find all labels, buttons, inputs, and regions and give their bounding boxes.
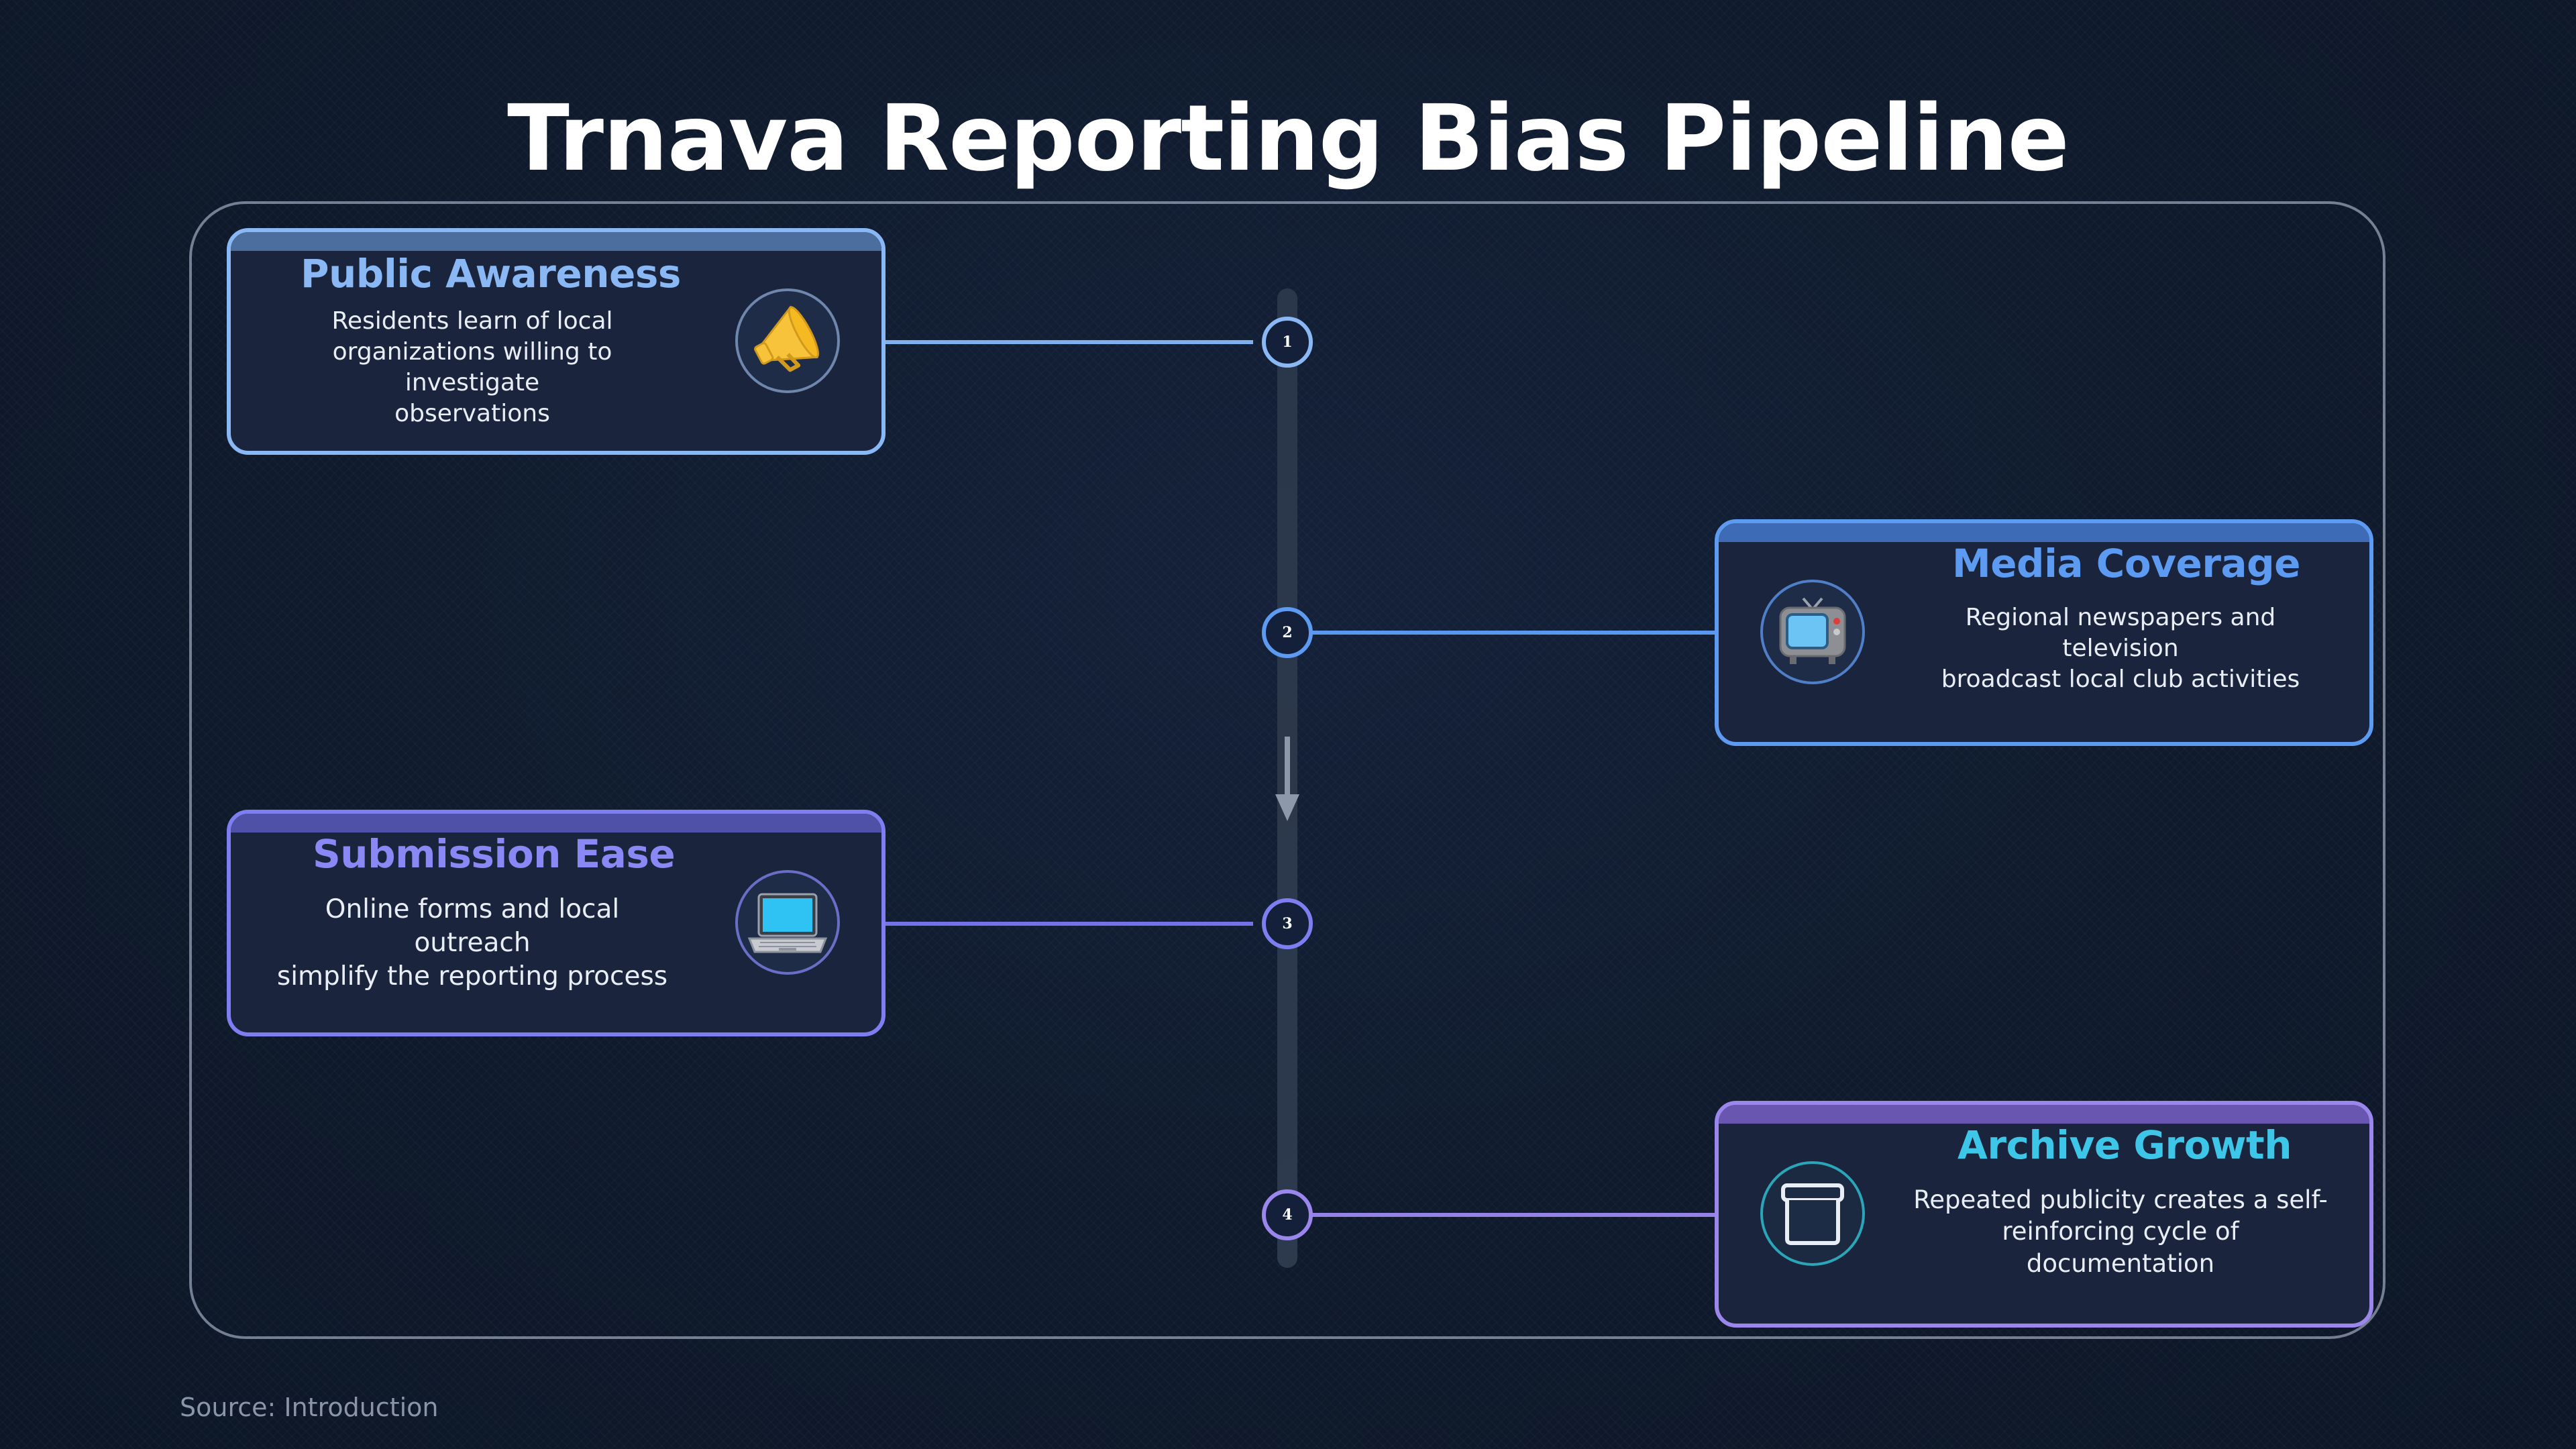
- down-arrow-icon: [1275, 737, 1299, 821]
- icon-badge: [1760, 580, 1865, 684]
- connector-1: [885, 340, 1253, 344]
- step-node-3: 3: [1262, 898, 1313, 949]
- card-header-band: [1719, 523, 2369, 542]
- icon-badge: [735, 870, 840, 975]
- card-description: Online forms and local outreach simplify…: [276, 894, 668, 991]
- connector-3: [885, 922, 1253, 926]
- step-card-submission-ease: Submission Ease Online forms and local o…: [227, 810, 885, 1036]
- megaphone-icon: [754, 305, 819, 372]
- card-description: Residents learn of local organizations w…: [331, 307, 613, 428]
- laptop-icon: [747, 893, 828, 953]
- card-title: Archive Growth: [1957, 1122, 2292, 1168]
- connector-4: [1312, 1213, 1717, 1217]
- icon-badge: [1760, 1161, 1865, 1266]
- page-title: Trnava Reporting Bias Pipeline: [507, 86, 2070, 192]
- television-icon: [1779, 597, 1846, 664]
- step-node-4: 4: [1262, 1189, 1313, 1240]
- card-header-band: [231, 232, 881, 251]
- card-description: Repeated publicity creates a self- reinf…: [1913, 1185, 2328, 1278]
- archive-box-icon: [1781, 1183, 1844, 1245]
- step-node-2: 2: [1262, 607, 1313, 658]
- card-header-band: [1719, 1105, 2369, 1124]
- step-node-1: 1: [1262, 317, 1313, 368]
- card-title: Media Coverage: [1952, 541, 2300, 586]
- step-card-public-awareness: Public Awareness Residents learn of loca…: [227, 228, 885, 455]
- step-card-media-coverage: Media Coverage Regional newspapers and t…: [1715, 519, 2373, 746]
- connector-2: [1312, 631, 1717, 635]
- card-title: Public Awareness: [301, 251, 681, 297]
- card-description: Regional newspapers and television broad…: [1941, 604, 2300, 694]
- card-header-band: [231, 814, 881, 833]
- icon-badge: [735, 288, 840, 393]
- step-card-archive-growth: Archive Growth Repeated publicity create…: [1715, 1101, 2373, 1328]
- source-caption: Source: Introduction: [180, 1393, 439, 1422]
- card-title: Submission Ease: [313, 831, 676, 877]
- diagram-frame: [189, 201, 2385, 1339]
